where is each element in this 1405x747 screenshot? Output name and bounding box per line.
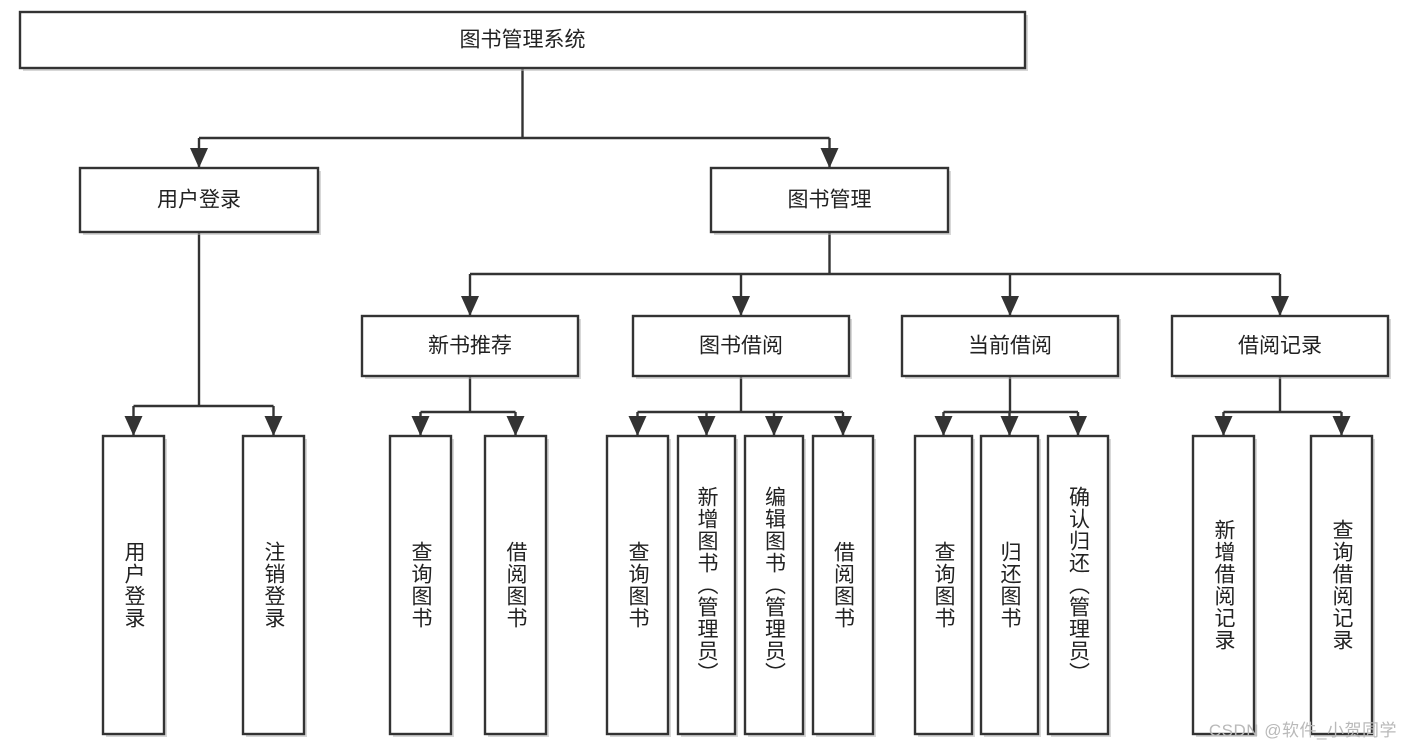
arrow-to-borrow-record xyxy=(1271,296,1289,316)
page-title: 图书管理系统 xyxy=(460,29,586,52)
node-label-user-login: 用户登录 xyxy=(157,189,241,212)
node-leaf-edit-book[interactable] xyxy=(743,434,805,736)
arrow-to-current-borrow xyxy=(1001,296,1019,316)
arrow-to-leaf-add-book xyxy=(697,416,716,436)
node-label-borrow-record: 借阅记录 xyxy=(1238,335,1322,358)
node-book-borrow[interactable] xyxy=(631,314,851,378)
node-leaf-confirm-return[interactable] xyxy=(1046,434,1110,736)
node-label-book-borrow: 图书借阅 xyxy=(699,335,783,358)
node-root-system xyxy=(18,10,1027,70)
node-leaf-logout[interactable] xyxy=(241,434,306,736)
edges-layer xyxy=(124,68,1351,436)
node-borrow-record[interactable] xyxy=(1170,314,1390,378)
watermark-text: CSDN @软件_小贺同学 xyxy=(1208,721,1397,740)
node-leaf-query-book-3[interactable] xyxy=(913,434,974,736)
arrow-to-leaf-edit-book xyxy=(765,416,783,436)
node-leaf-borrow-book-1[interactable] xyxy=(483,434,548,736)
node-leaf-user-login[interactable] xyxy=(101,434,166,736)
node-label-new-book-recommend: 新书推荐 xyxy=(428,335,512,358)
arrow-to-leaf-query-book-2 xyxy=(628,416,647,436)
node-leaf-borrow-book-2[interactable] xyxy=(811,434,875,736)
node-leaf-query-book-2[interactable] xyxy=(605,434,670,736)
node-leaf-query-record[interactable] xyxy=(1309,434,1374,736)
nodes-layer xyxy=(18,10,1391,737)
arrow-to-leaf-query-book-1 xyxy=(411,416,430,436)
node-leaf-add-book[interactable] xyxy=(676,434,737,736)
node-leaf-return-book[interactable] xyxy=(979,434,1040,736)
arrow-to-leaf-logout xyxy=(264,416,283,436)
arrow-to-book-manage xyxy=(820,148,839,168)
node-new-book-recommend[interactable] xyxy=(360,314,580,378)
arrow-to-leaf-add-record xyxy=(1214,416,1233,436)
arrow-to-leaf-query-book-3 xyxy=(934,416,953,436)
node-user-login[interactable] xyxy=(78,166,320,234)
node-label-current-borrow: 当前借阅 xyxy=(968,335,1052,358)
node-current-borrow[interactable] xyxy=(900,314,1120,378)
node-leaf-add-record[interactable] xyxy=(1191,434,1256,736)
arrow-to-leaf-user-login xyxy=(124,416,143,436)
node-label-book-manage: 图书管理 xyxy=(788,189,872,212)
node-book-manage[interactable] xyxy=(709,166,950,234)
arrow-to-leaf-return-book xyxy=(1000,416,1019,436)
arrow-to-leaf-query-record xyxy=(1332,416,1351,436)
arrow-to-leaf-confirm-return xyxy=(1069,416,1087,436)
arrow-to-leaf-borrow-book-2 xyxy=(834,416,852,436)
arrow-to-leaf-borrow-book-1 xyxy=(506,416,525,436)
arrow-to-new-book-recommend xyxy=(461,296,479,316)
arrow-to-user-login xyxy=(190,148,208,168)
arrow-to-book-borrow xyxy=(732,296,750,316)
node-leaf-query-book-1[interactable] xyxy=(388,434,453,736)
